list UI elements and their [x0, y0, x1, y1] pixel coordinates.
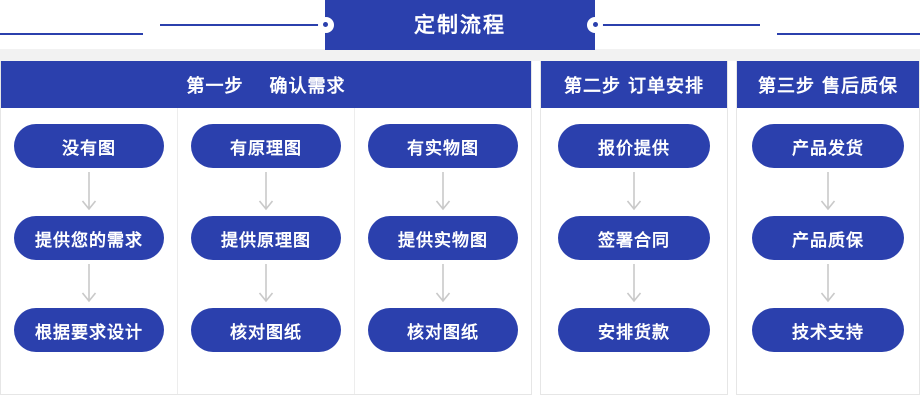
column-physical-photo: 有实物图 提供实物图 核对图纸 — [354, 108, 531, 394]
banner-background-strip — [0, 49, 920, 61]
arrow-down-icon — [624, 260, 644, 308]
decor-line-left-lower — [0, 33, 143, 35]
flow-step-pill[interactable]: 签署合同 — [558, 216, 710, 260]
flow-step-pill[interactable]: 提供实物图 — [368, 216, 518, 260]
panel-step-label: 第三步 — [758, 75, 815, 97]
arrow-left-icon — [593, 22, 598, 27]
flow-step-pill[interactable]: 产品发货 — [752, 124, 904, 168]
decor-line-right-lower — [777, 33, 920, 35]
decor-line-right-upper — [592, 24, 760, 26]
panel-header-after-sales: 第三步 售后质保 — [737, 61, 919, 108]
panel-title-label: 确认需求 — [269, 75, 346, 97]
panel-title-label: 订单安排 — [628, 75, 704, 97]
panel-title-label: 售后质保 — [822, 75, 898, 97]
column-after-sales-flow: 产品发货 产品质保 技术支持 — [737, 108, 919, 394]
panel-header-order-arrangement: 第二步 订单安排 — [541, 61, 727, 108]
arrow-down-icon — [433, 260, 453, 308]
flow-step-pill[interactable]: 提供您的需求 — [14, 216, 164, 260]
arrow-down-icon — [79, 168, 99, 216]
flow-step-pill[interactable]: 核对图纸 — [368, 308, 518, 352]
flow-step-pill[interactable]: 安排货款 — [558, 308, 710, 352]
decor-line-left-upper — [160, 24, 328, 26]
column-schematic-drawing: 有原理图 提供原理图 核对图纸 — [177, 108, 354, 394]
panel-header-confirm-requirements: 第一步 确认需求 — [1, 61, 531, 108]
flow-step-pill[interactable]: 没有图 — [14, 124, 164, 168]
panel-step-label: 第二步 — [564, 75, 621, 97]
page-title: 定制流程 — [414, 12, 506, 37]
flow-step-pill[interactable]: 技术支持 — [752, 308, 904, 352]
flow-step-pill[interactable]: 根据要求设计 — [14, 308, 164, 352]
arrow-down-icon — [818, 168, 838, 216]
flow-step-pill[interactable]: 有实物图 — [368, 124, 518, 168]
flow-step-pill[interactable]: 核对图纸 — [191, 308, 341, 352]
flow-step-pill[interactable]: 有原理图 — [191, 124, 341, 168]
flow-step-pill[interactable]: 提供原理图 — [191, 216, 341, 260]
flow-step-pill[interactable]: 产品质保 — [752, 216, 904, 260]
arrow-down-icon — [624, 168, 644, 216]
panel-confirm-requirements: 第一步 确认需求 没有图 提供您的需求 根据要求设计 有原理 — [0, 61, 532, 395]
column-order-flow: 报价提供 签署合同 安排货款 — [541, 108, 727, 394]
panel-body-order-arrangement: 报价提供 签署合同 安排货款 — [541, 108, 727, 394]
arrow-down-icon — [256, 260, 276, 308]
arrow-down-icon — [256, 168, 276, 216]
arrow-down-icon — [79, 260, 99, 308]
panel-order-arrangement: 第二步 订单安排 报价提供 签署合同 安排货款 — [540, 61, 728, 395]
flow-step-pill[interactable]: 报价提供 — [558, 124, 710, 168]
panel-step-label: 第一步 — [186, 75, 244, 97]
column-no-drawing: 没有图 提供您的需求 根据要求设计 — [1, 108, 177, 394]
panel-after-sales: 第三步 售后质保 产品发货 产品质保 技术支持 — [736, 61, 920, 395]
panel-row: 第一步 确认需求 没有图 提供您的需求 根据要求设计 有原理 — [0, 61, 920, 395]
panel-body-confirm-requirements: 没有图 提供您的需求 根据要求设计 有原理图 提供原理图 — [1, 108, 531, 394]
panel-body-after-sales: 产品发货 产品质保 技术支持 — [737, 108, 919, 394]
arrow-down-icon — [433, 168, 453, 216]
arrow-right-icon — [323, 22, 328, 27]
page-title-block: 定制流程 — [325, 0, 595, 50]
arrow-down-icon — [818, 260, 838, 308]
banner: 定制流程 — [0, 0, 920, 61]
